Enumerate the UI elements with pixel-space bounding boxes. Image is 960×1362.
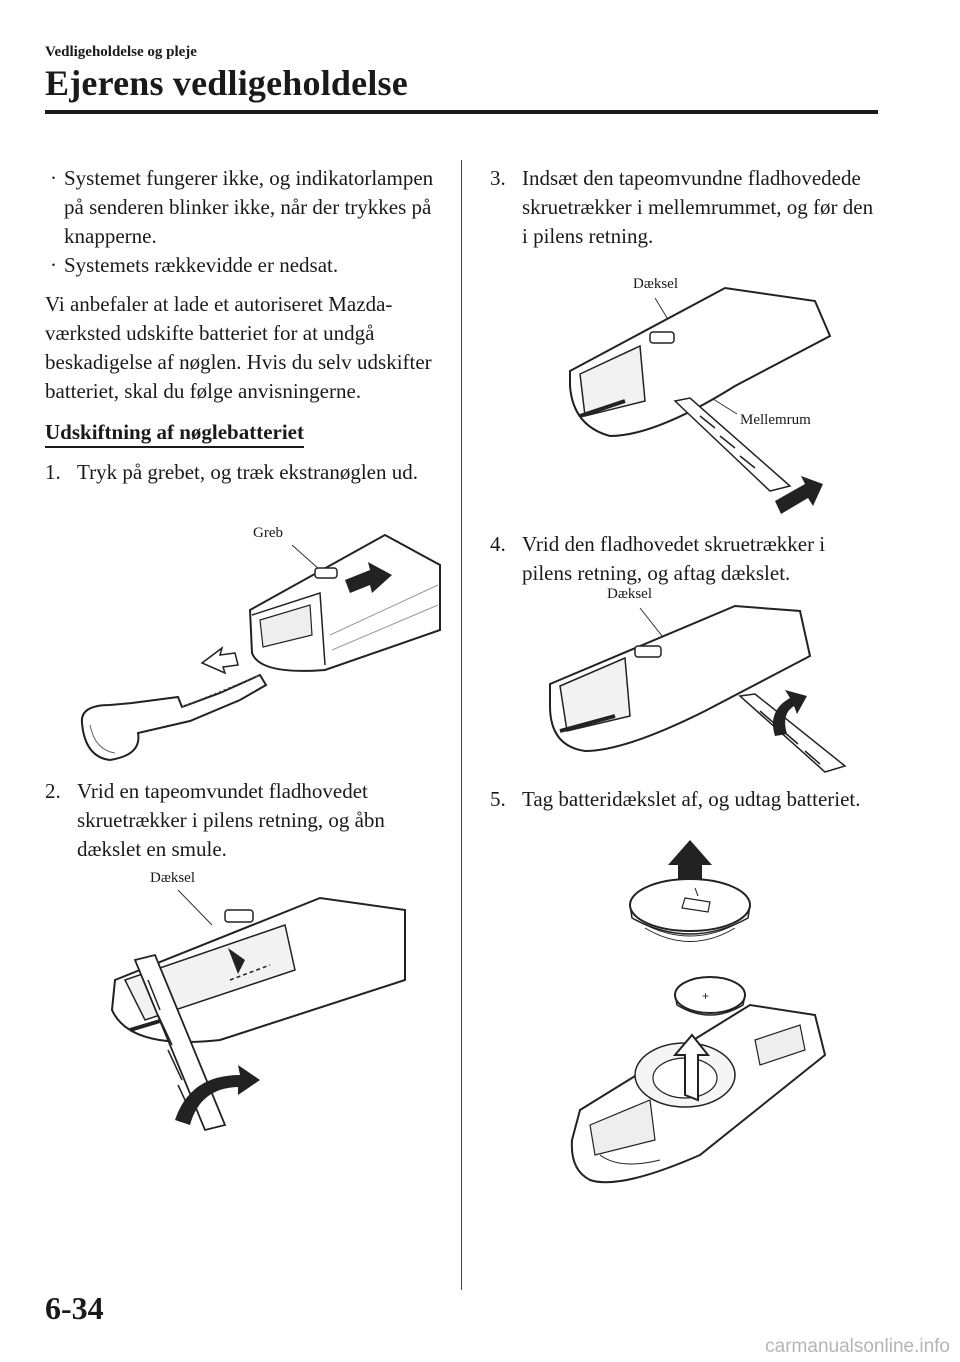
step-text: Tag batteridækslet af, og udtag batterie… bbox=[522, 787, 861, 811]
key-fob-illustration bbox=[110, 889, 406, 1132]
step-3: 3. Indsæt den tapeomvundne fladhovedede … bbox=[490, 164, 875, 251]
label-greb: Greb bbox=[253, 525, 283, 541]
figure-key-removal: Greb bbox=[70, 525, 450, 770]
right-column-step-5: 5. Tag batteridækslet af, og udtag batte… bbox=[490, 785, 875, 814]
page-title: Ejerens vedligeholdelse bbox=[45, 63, 408, 103]
page-number: 6-34 bbox=[45, 1290, 104, 1326]
key-fob-illustration bbox=[569, 286, 832, 514]
right-column: 3. Indsæt den tapeomvundne fladhovedede … bbox=[490, 164, 875, 251]
figure-insert-screwdriver: Dæksel Mellemrum bbox=[565, 276, 845, 516]
figure-open-cover: Dæksel bbox=[100, 870, 410, 1140]
svg-text:+: + bbox=[702, 989, 709, 1003]
figure-remove-cover: Dæksel bbox=[545, 586, 865, 776]
step-2: 2. Vrid en tapeomvundet fladhovedet skru… bbox=[45, 777, 440, 864]
step-1: 1. Tryk på grebet, og træk ekstranøglen … bbox=[45, 458, 440, 487]
body-paragraph: Vi anbefaler at lade et autoriseret Mazd… bbox=[45, 292, 432, 403]
step-5: 5. Tag batteridækslet af, og udtag batte… bbox=[490, 785, 875, 814]
arrow-icon bbox=[775, 476, 823, 514]
arrow-icon bbox=[175, 1065, 260, 1125]
battery-illustration: + bbox=[570, 840, 827, 1184]
step-text: Tryk på grebet, og træk ekstranøglen ud. bbox=[77, 460, 419, 484]
column-divider bbox=[461, 160, 462, 1290]
right-column-step-4: 4. Vrid den fladhovedet skruetrækker i p… bbox=[490, 530, 875, 588]
label-mellemrum: Mellemrum bbox=[740, 412, 811, 428]
arrow-icon bbox=[200, 646, 239, 675]
bullet-dot: · bbox=[50, 166, 57, 190]
step-number: 3. bbox=[490, 166, 506, 190]
bullet-item: · Systemet fungerer ikke, og indikatorla… bbox=[45, 164, 440, 251]
label-daeksel: Dæksel bbox=[150, 870, 195, 886]
subheading: Udskiftning af nøglebatteriet bbox=[45, 419, 304, 448]
arrow-up-icon bbox=[672, 1033, 711, 1102]
step-text: Vrid den fladhovedet skruetrækker i pile… bbox=[522, 532, 826, 585]
step-text: Indsæt den tapeomvundne fladhovedede skr… bbox=[522, 166, 874, 248]
step-number: 5. bbox=[490, 787, 506, 811]
label-daeksel: Dæksel bbox=[607, 586, 652, 602]
title-rule bbox=[45, 110, 878, 114]
step-4: 4. Vrid den fladhovedet skruetrækker i p… bbox=[490, 530, 875, 588]
step-number: 4. bbox=[490, 532, 506, 556]
step-text: Vrid en tapeomvundet fladhovedet skruetr… bbox=[77, 779, 385, 861]
left-column-lower: 2. Vrid en tapeomvundet fladhovedet skru… bbox=[45, 777, 440, 864]
arrow-icon bbox=[772, 690, 807, 736]
section-label: Vedligeholdelse og pleje bbox=[45, 44, 197, 60]
arrow-icon bbox=[228, 948, 245, 974]
figure-battery-removal: + bbox=[560, 840, 830, 1190]
step-number: 1. bbox=[45, 460, 61, 484]
label-daeksel: Dæksel bbox=[633, 276, 678, 292]
watermark: carmanualsonline.info bbox=[765, 1336, 950, 1357]
key-fob-illustration bbox=[549, 604, 847, 773]
bullet-dot: · bbox=[50, 253, 57, 277]
arrow-icon bbox=[345, 562, 392, 593]
key-fob-illustration bbox=[80, 533, 441, 762]
bullet-text: Systemet fungerer ikke, og indikatorlamp… bbox=[64, 166, 434, 248]
step-number: 2. bbox=[45, 779, 61, 803]
left-column: · Systemet fungerer ikke, og indikatorla… bbox=[45, 164, 440, 487]
bullet-text: Systemets rækkevidde er nedsat. bbox=[64, 253, 339, 277]
bullet-item: · Systemets rækkevidde er nedsat. bbox=[45, 251, 440, 280]
